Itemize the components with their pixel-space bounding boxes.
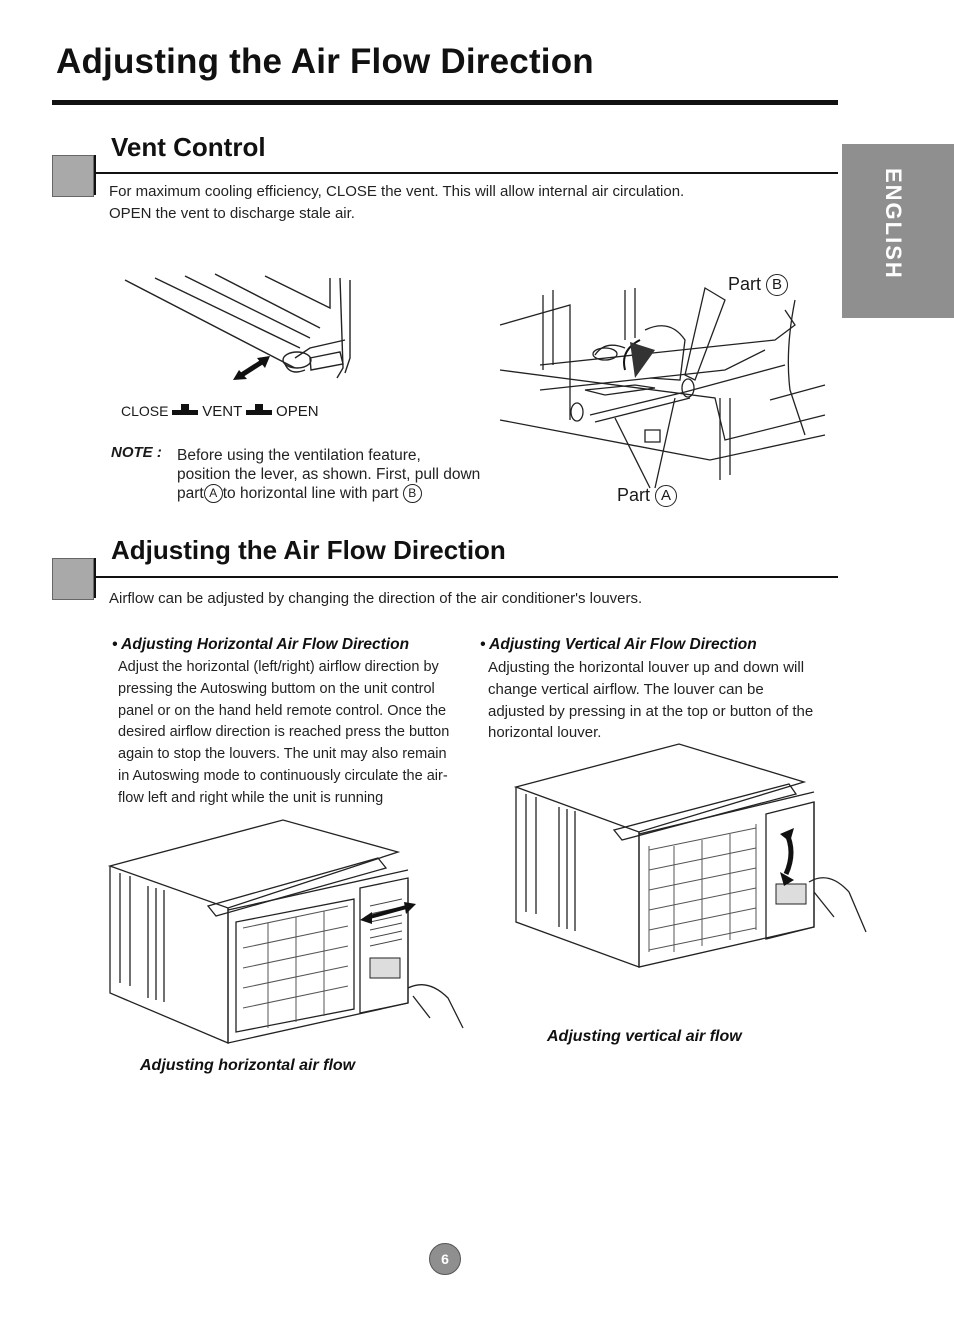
section-divider [94,558,96,598]
horizontal-line: desired airflow direction is reached pre… [118,724,450,741]
ac-unit-vertical-illustration [514,743,867,968]
ac-unit-horizontal-illustration [108,819,464,1044]
vent-labels: CLOSE VENT OPEN [121,403,319,420]
airflow-intro: Airflow can be adjusted by changing the … [109,590,643,607]
close-label: CLOSE [121,403,169,419]
vent-label: VENT [202,403,243,420]
note-part-a-text: part [177,485,204,502]
page-title: Adjusting the Air Flow Direction [56,42,594,81]
vertical-line: horizontal louver. [488,724,602,742]
open-label: OPEN [276,403,319,420]
section-rule-airflow [94,576,838,578]
vertical-body: Adjusting the horizontal louver up and d… [488,657,813,744]
horizontal-caption: Adjusting horizontal air flow [140,1057,356,1074]
language-tab: ENGLISH [842,144,954,318]
vent-lever-illustration [124,273,351,380]
vertical-line: adjusted by pressing in at the top or bu… [488,702,814,720]
horizontal-body: Adjust the horizontal (left/right) airfl… [118,657,449,810]
slider-open-icon [246,403,273,415]
section-title-airflow: Adjusting the Air Flow Direction [111,535,506,565]
horizontal-heading: • Adjusting Horizontal Air Flow Directio… [112,636,410,653]
horizontal-line: flow left and right while the unit is ru… [118,789,384,806]
horizontal-line: pressing the Autoswing buttom on the uni… [118,680,435,697]
vertical-line: Adjusting the horizontal louver up and d… [488,659,805,676]
part-a-label: Part [617,485,651,505]
language-tab-label: ENGLISH [881,168,906,280]
horizontal-line: in Autoswing mode to continuously circul… [118,767,448,784]
page-number: 6 [429,1243,461,1275]
part-a-badge: A [203,484,223,504]
part-b-callout-badge: B [766,274,789,297]
note-part-b-text: to horizontal line with part [222,485,399,502]
part-b-callout: Part B [728,274,789,297]
horizontal-line: again to stop the louvers. The unit may … [118,746,447,763]
part-a-callout-badge: A [655,485,678,508]
vertical-line: change vertical airflow. The louver can … [488,680,764,698]
section-rule-vent [94,172,838,174]
part-a-callout: Part A [617,485,678,508]
slider-close-icon [172,403,199,415]
lever-parts-illustration [499,286,826,489]
title-rule [52,100,838,105]
note-line-2: position the lever, as shown. First, pul… [177,466,481,483]
vent-body-line-2: OPEN the vent to discharge stale air. [109,205,355,222]
horizontal-line: panel or on the hand held remote control… [118,702,447,719]
note-label: NOTE : [111,444,162,461]
note-text: Before using the ventilation feature, po… [177,446,481,504]
part-b-badge: B [402,484,422,504]
section-marker-vent [52,155,94,197]
vertical-caption: Adjusting vertical air flow [547,1028,742,1045]
section-marker-airflow [52,558,94,600]
vent-body-line-1: For maximum cooling efficiency, CLOSE th… [109,183,685,200]
horizontal-line: Adjust the horizontal (left/right) airfl… [118,659,439,675]
section-divider [94,155,96,195]
note-line-1: Before using the ventilation feature, [177,447,421,464]
section-title-vent: Vent Control [111,132,266,162]
part-b-label: Part [728,274,762,294]
vertical-heading: • Adjusting Vertical Air Flow Direction [480,636,757,653]
